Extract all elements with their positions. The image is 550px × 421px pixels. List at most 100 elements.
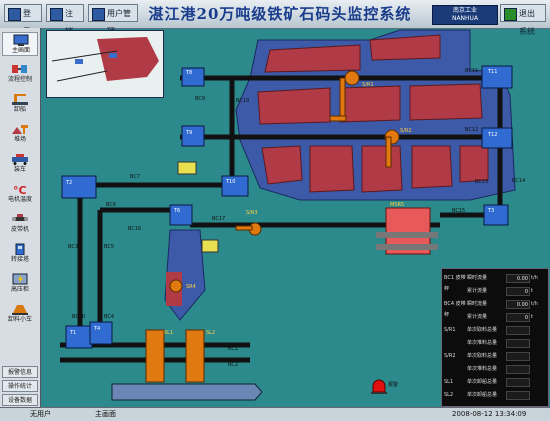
status-datetime: 2008-08-12 13:34:09: [452, 410, 527, 418]
metrics-value: 0.00: [506, 300, 530, 309]
metrics-unit: t/h: [531, 275, 538, 281]
label-bc4: BC4: [104, 314, 114, 320]
loading-station: [376, 207, 438, 255]
tripper-car-icon: [12, 305, 28, 315]
metrics-label: 单次堆料总量: [467, 366, 498, 372]
label-bc6: BC6: [106, 202, 116, 208]
label-sr4: SR4: [186, 284, 196, 290]
label-bc20: BC20: [72, 314, 85, 320]
login-button[interactable]: 登录: [4, 4, 42, 36]
label-bc3: BC3: [68, 244, 78, 250]
stacker-reclaimer-sr2: [384, 129, 400, 168]
ship-unloaders: [145, 329, 205, 383]
label-bc9: BC9: [195, 96, 205, 102]
label-bc16: BC16: [128, 226, 141, 232]
alarm-info-button[interactable]: 报警信息: [2, 366, 38, 378]
metrics-row: 单次堆料总量: [442, 364, 548, 375]
label-t11: T11: [487, 69, 497, 75]
belt-conveyor-icon: [12, 214, 28, 221]
pile: [411, 145, 453, 189]
label-bc1: BC1: [228, 346, 238, 352]
metrics-label: 单次取料总量: [467, 327, 498, 333]
metrics-value: 0: [506, 287, 530, 296]
label-t12: T12: [487, 132, 497, 138]
label-t6: T6: [173, 208, 180, 214]
label-bc12: BC12: [465, 127, 478, 133]
exit-button[interactable]: 退出系统: [500, 4, 546, 36]
metrics-label: 单次卸船总量: [467, 392, 498, 398]
sidebar-item-label: 皮带机: [10, 226, 29, 233]
sidebar-item-label: 流程控制: [7, 76, 32, 83]
tower-t9: [181, 125, 205, 147]
user-management-button[interactable]: 用户管理: [88, 4, 138, 36]
metrics-key: SL1: [444, 379, 454, 385]
sidebar-item-tripper-car[interactable]: 卸料小车: [2, 302, 38, 326]
tower-t13: [483, 204, 509, 226]
pile: [257, 87, 331, 125]
terminal-map: T8 T11 T9 T12 T10 T2 T1 T4 T6 T3 BC7 BC1…: [60, 29, 525, 401]
metrics-label: 瞬时流量: [467, 301, 488, 307]
metrics-label: 单次卸船总量: [467, 379, 498, 385]
sidebar-item-belt-conveyor[interactable]: 皮带机: [2, 212, 38, 236]
sidebar-item-label: 堆场: [13, 136, 26, 143]
top-toolbar: 登录 注销 用户管理 湛江港20万吨级铁矿石码头监控系统 南京工业 NANHUA…: [0, 0, 550, 36]
tower-t11: [481, 65, 513, 89]
sidebar-item-transfer-tower[interactable]: 转接塔: [2, 242, 38, 266]
ship-unloader-sl2: [185, 329, 205, 383]
page-title: 湛江港20万吨级铁矿石码头监控系统: [148, 5, 412, 23]
metrics-unit: t: [531, 288, 533, 294]
logo-line1: 南京工业: [452, 7, 477, 14]
metrics-key: SL2: [444, 392, 454, 398]
sidebar-item-high-voltage[interactable]: 高压柜: [2, 272, 38, 296]
label-t9: T9: [185, 130, 192, 136]
label-sl2: SL2: [206, 330, 215, 336]
pile: [339, 85, 401, 123]
process-icon: [12, 65, 27, 73]
metrics-label: 瞬时流量: [467, 275, 488, 281]
label-bc5: BC5: [104, 244, 114, 250]
status-screen: 主画面: [95, 410, 116, 418]
sidebar-item-label: 电机温度: [7, 196, 32, 203]
tower-t2: [61, 175, 97, 199]
label-sr2: S/R2: [400, 128, 412, 134]
label-t3: T3: [487, 208, 494, 214]
metrics-label: 累计流量: [467, 314, 488, 320]
ship-unloader-sl1: [145, 329, 165, 383]
status-bar: 无用户 主画面 2008-08-12 13:34:09: [0, 407, 550, 421]
sidebar-item-stockyard[interactable]: 堆场: [2, 122, 38, 146]
sidebar-item-truck-loading[interactable]: 装车: [2, 152, 38, 176]
label-sr1: S/R1: [362, 82, 374, 88]
alarm-light-icon[interactable]: [370, 378, 388, 394]
exit-label: 退出系统: [519, 9, 535, 36]
sidebar-item-ship-unload[interactable]: 卸船: [2, 92, 38, 116]
pile: [369, 34, 441, 61]
pile: [409, 83, 483, 121]
company-logo: 南京工业 NANHUA: [432, 5, 498, 25]
metrics-key: BC1 皮带秤: [444, 275, 466, 292]
sidebar-item-process[interactable]: 流程控制: [2, 62, 38, 86]
label-bc11: BC11: [465, 68, 478, 74]
label-bc2: BC2: [228, 362, 238, 368]
label-t10: T10: [225, 179, 235, 185]
device-data-button[interactable]: 设备数据: [2, 394, 38, 406]
metrics-value: [506, 365, 530, 374]
map-labels: T8 T11 T9 T12 T10 T2 T1 T4 T6 T3 BC7 BC1…: [65, 68, 525, 368]
metrics-label: 单次堆料总量: [467, 340, 498, 346]
label-bc15: BC15: [452, 208, 465, 214]
ship: [111, 383, 263, 401]
overview-minimap[interactable]: [46, 30, 164, 98]
sidebar-item-main[interactable]: 主画面: [2, 32, 38, 56]
metrics-row: SL1 单次卸船总量: [442, 377, 548, 388]
minimap-drawing: [51, 37, 159, 82]
sidebar-item-label: 高压柜: [10, 286, 29, 293]
operation-stats-button[interactable]: 操作统计: [2, 380, 38, 392]
svg-text:°C: °C: [13, 184, 27, 195]
logout-button[interactable]: 注销: [46, 4, 84, 36]
sidebar-item-motor-temperature[interactable]: °C 电机温度: [2, 182, 38, 206]
stockyard-piles: [257, 34, 489, 193]
label-t8: T8: [185, 70, 192, 76]
